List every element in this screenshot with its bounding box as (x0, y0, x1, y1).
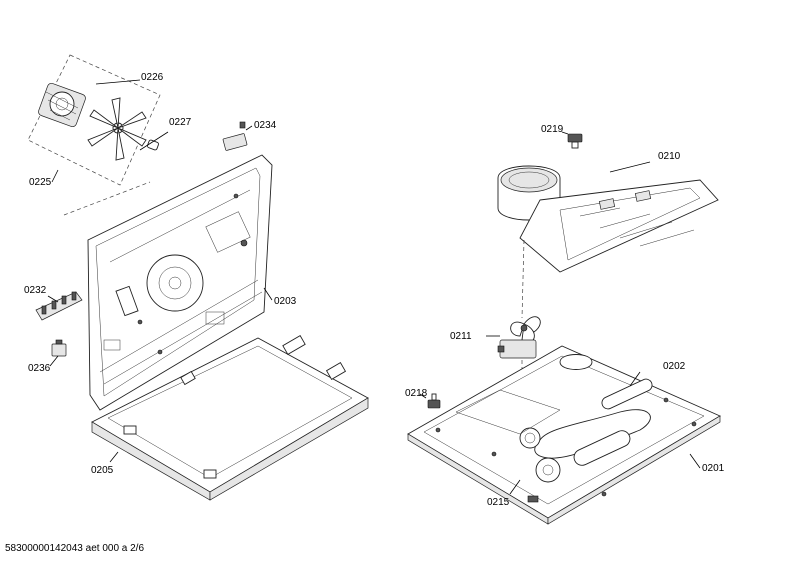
callout-0232: 0232 (24, 285, 47, 296)
bottom-tray-0205 (91, 335, 369, 501)
callout-0201: 0201 (702, 463, 725, 474)
callout-0218: 0218 (405, 388, 428, 399)
callout-0225: 0225 (29, 177, 52, 188)
callout-0215: 0215 (487, 497, 510, 508)
fan-blade (87, 97, 147, 161)
back-panel-0203 (87, 154, 273, 411)
connector-0234 (222, 121, 253, 151)
terminal-block-0232 (35, 291, 83, 321)
clip-0218 (419, 393, 441, 409)
callout-0219: 0219 (541, 124, 564, 135)
base-plate-0201 (407, 345, 721, 525)
callout-0210: 0210 (658, 151, 681, 162)
callout-0205: 0205 (91, 465, 114, 476)
callout-0226: 0226 (141, 72, 164, 83)
callout-0227: 0227 (169, 117, 192, 128)
sensor-0219 (561, 131, 583, 149)
assembly-guide-line (63, 181, 151, 216)
fan-motor (38, 82, 86, 128)
component-0236 (49, 339, 67, 367)
callout-0234: 0234 (254, 120, 277, 131)
fan-axis-guide-line (521, 239, 525, 319)
fan-motor-assembly (27, 54, 169, 186)
fan-0211 (486, 316, 541, 359)
fan-housing-0210 (497, 161, 719, 273)
fan-nut (147, 139, 159, 151)
callout-0202: 0202 (663, 361, 686, 372)
callout-0211: 0211 (450, 331, 472, 342)
drawing-reference-footer: 58300000142043 aet 000 a 2/6 (5, 543, 145, 554)
callout-0203: 0203 (274, 296, 297, 307)
callout-0236: 0236 (28, 363, 51, 374)
